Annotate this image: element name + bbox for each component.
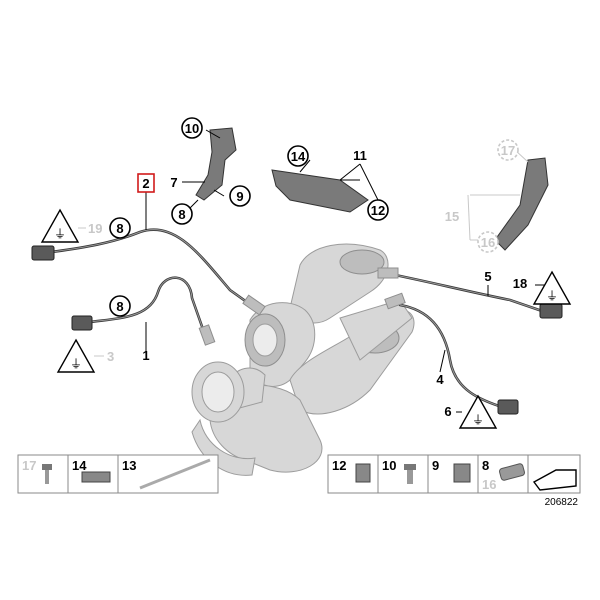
table-right-cell-3: 9 [432,458,439,473]
reference-number: 206822 [545,497,579,508]
table-left-cell-3: 13 [122,458,136,473]
warning-triangle-icon: ⏚ [458,394,498,429]
svg-text:⏚: ⏚ [70,357,82,371]
warning-triangle-icon: ⏚ [532,270,572,305]
callout-6: 6 [444,404,451,419]
callout-19: 19 [88,221,102,236]
plug-19 [31,245,55,261]
plug-3 [71,315,93,331]
svg-text:⏚: ⏚ [472,413,484,427]
callout-16: 16 [481,235,495,250]
warning-triangle-icon: ⏚ [56,338,96,373]
table-right-cell-2: 10 [382,458,396,473]
svg-text:⏚: ⏚ [54,227,66,241]
bracket-7 [195,127,237,201]
plug-6 [497,399,519,415]
scroll-arrow-icon [532,469,577,491]
nut-clip-icon [355,463,371,483]
callout-9: 9 [236,189,243,204]
sensor-plugs [31,245,563,415]
callout-10: 10 [185,121,199,136]
bolt-icon [404,464,416,484]
callout-12: 12 [371,203,385,218]
sleeve-icon [499,463,525,481]
callout-8a: 8 [116,221,123,236]
oxygen-sensor-wires [50,228,547,410]
parts-table-left: 17 14 13 [17,454,219,494]
svg-text:⏚: ⏚ [546,289,558,303]
table-left-cell-2: 14 [72,458,87,473]
bolt-icon [42,464,52,484]
clip-icon [81,471,111,483]
sensor-probe-2 [242,294,266,316]
callout-8b: 8 [116,299,123,314]
callout-17: 17 [501,143,515,158]
callout-7: 7 [170,175,177,190]
table-left-cell-1: 17 [22,458,36,473]
grommet-icon [453,463,471,483]
callout-11: 11 [353,148,367,163]
callout-18: 18 [513,276,527,291]
catalytic-converter-assembly [191,243,415,476]
warning-triangle-icon: ⏚ [40,208,80,243]
sensor-probe-5 [377,267,399,279]
callout-3: 3 [107,349,114,364]
callouts: 2 8 ⏚ 19 8 ⏚ 3 1 10 7 9 8 [40,117,572,429]
parts-table-right: 12 10 9 8 16 [327,454,581,494]
table-right-cell-1: 12 [332,458,346,473]
callout-4: 4 [436,372,444,387]
table-right-cell-4: 8 [482,458,489,473]
callout-2: 2 [142,176,149,191]
sensor-probe-4 [384,292,406,310]
bracket-15 [494,157,549,251]
callout-2-highlight [137,173,155,193]
cable-tie-icon [139,458,211,490]
leader-lines [145,129,545,373]
callout-15: 15 [445,209,459,224]
bracket-11 [271,169,369,213]
callout-14: 14 [291,149,306,164]
callout-1: 1 [142,348,149,363]
sensor-probe-1 [198,324,216,346]
callout-5: 5 [484,269,491,284]
plug-18 [539,303,563,319]
table-right-cell-5: 16 [482,477,496,492]
callout-8c: 8 [178,207,185,222]
